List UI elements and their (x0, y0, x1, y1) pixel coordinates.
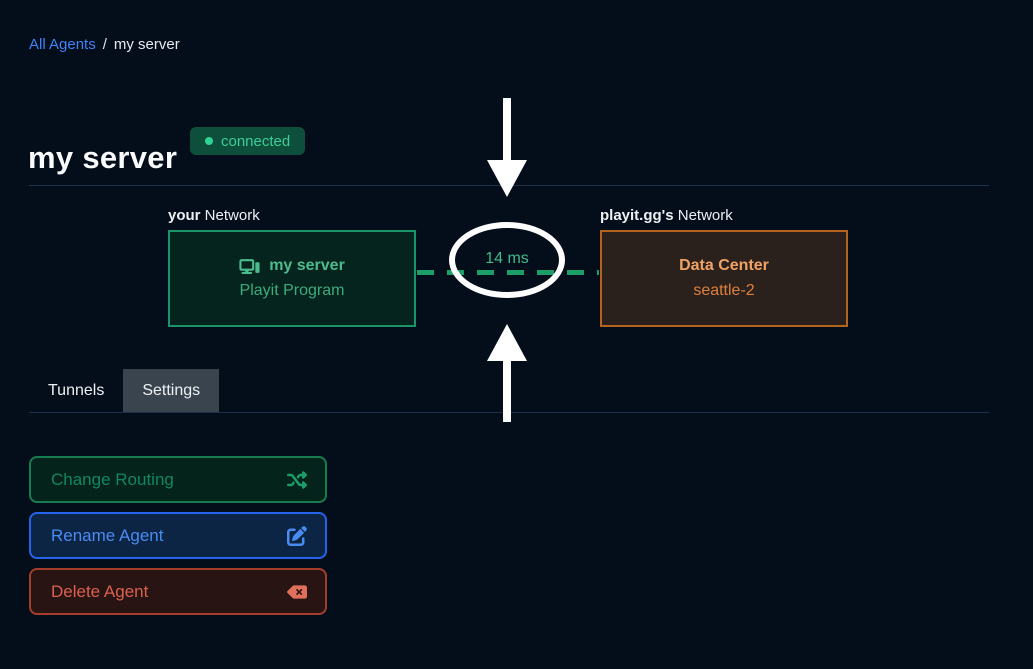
status-dot-icon (205, 137, 213, 145)
down-arrow-head (487, 160, 527, 197)
agent-program: Playit Program (239, 282, 345, 299)
latency-highlight-ellipse: 14 ms (449, 222, 565, 298)
breadcrumb-link-all-agents[interactable]: All Agents (29, 36, 96, 53)
up-arrow-head (487, 324, 527, 361)
breadcrumb-current: my server (113, 36, 180, 53)
change-routing-button[interactable]: Change Routing (29, 456, 327, 503)
agent-name: my server (269, 257, 345, 274)
tab-tunnels[interactable]: Tunnels (48, 382, 105, 399)
latency-value: 14 ms (485, 249, 529, 267)
shuffle-icon (287, 470, 307, 489)
breadcrumb-separator: / (102, 36, 107, 53)
your-network-label-bold: your (168, 207, 201, 224)
datacenter-name: Data Center (679, 257, 769, 274)
tab-bar: Tunnels Settings (29, 369, 220, 413)
playit-network-label-bold: playit.gg's (600, 207, 674, 224)
breadcrumb: All Agents / my server (29, 36, 180, 53)
playit-network-label: playit.gg's Network (600, 207, 733, 224)
status-badge: connected (190, 127, 306, 155)
down-arrow-stem (503, 98, 511, 162)
tab-settings[interactable]: Settings (123, 369, 220, 413)
your-network-label: your Network (168, 207, 260, 224)
your-network-label-rest: Network (200, 207, 260, 224)
edit-icon (287, 525, 307, 546)
backspace-icon (287, 584, 307, 599)
rename-agent-label: Rename Agent (51, 525, 164, 545)
delete-agent-button[interactable]: Delete Agent (29, 568, 327, 615)
rename-agent-button[interactable]: Rename Agent (29, 512, 327, 559)
playit-network-label-rest: Network (673, 207, 733, 224)
datacenter-region: seattle-2 (693, 282, 755, 299)
agent-box: my server Playit Program (168, 230, 416, 327)
status-label: connected (221, 132, 291, 150)
delete-agent-label: Delete Agent (51, 581, 149, 601)
change-routing-label: Change Routing (51, 469, 174, 489)
page-title: my server (28, 139, 178, 175)
agent-box-title: my server (239, 257, 345, 275)
datacenter-box: Data Center seattle-2 (600, 230, 848, 327)
computer-icon (239, 258, 261, 275)
up-arrow-stem (503, 359, 511, 422)
